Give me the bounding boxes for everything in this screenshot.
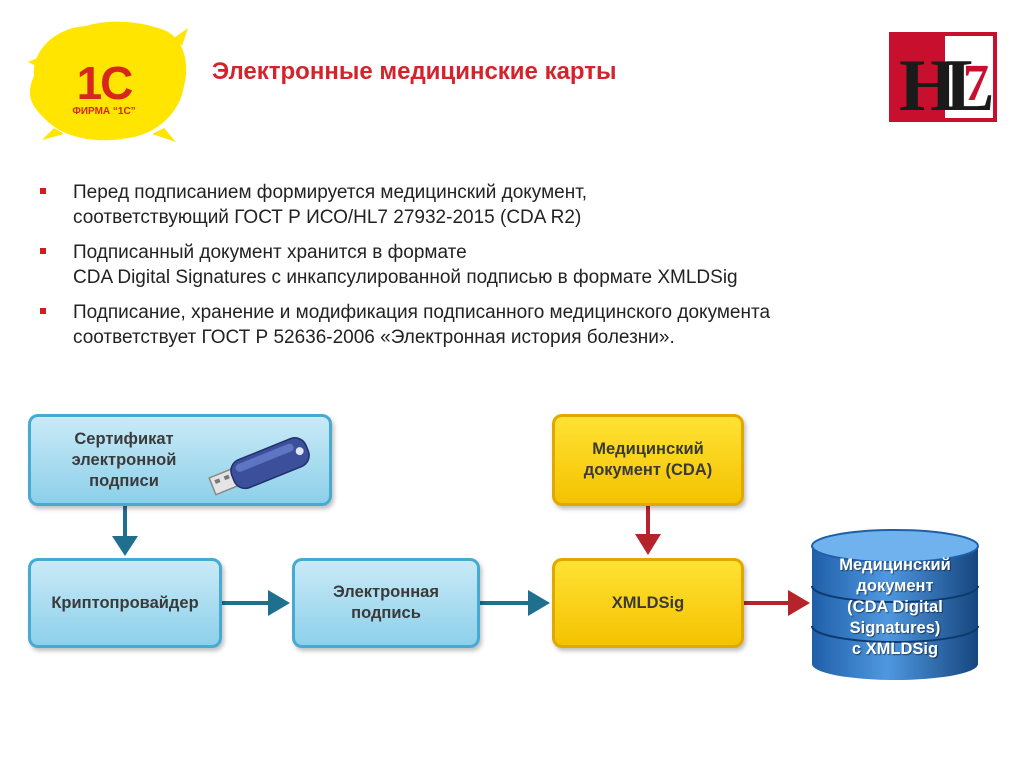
- box-label-line: подпись: [351, 604, 421, 622]
- bullet-line: соответствующий ГОСТ Р ИСО/HL7 27932-201…: [73, 207, 582, 228]
- svg-text:7: 7: [963, 55, 989, 112]
- box-xmldsig: XMLDSig: [552, 558, 744, 648]
- bullet-line: CDA Digital Signatures с инкапсулированн…: [73, 267, 738, 288]
- box-cryptoprovider: Криптопровайдер: [28, 558, 222, 648]
- bullet-list: Перед подписанием формируется медицински…: [40, 180, 940, 360]
- bullet-item: Подписание, хранение и модификация подпи…: [40, 300, 940, 350]
- database-cylinder-icon: [811, 529, 979, 680]
- box-electronic-signature: Электронная подпись: [292, 558, 480, 648]
- result-label: Медицинский документ (CDA Digital Signat…: [808, 555, 982, 660]
- hl7-logo-icon: H L 7: [889, 32, 997, 127]
- bullet-square-icon: [40, 248, 46, 254]
- bullet-square-icon: [40, 188, 46, 194]
- arrow-head: [112, 536, 138, 556]
- bullet-line: соответствует ГОСТ Р 52636-2006 «Электро…: [73, 327, 675, 348]
- bullet-line: Подписание, хранение и модификация подпи…: [73, 302, 771, 323]
- arrow-head: [635, 534, 661, 555]
- logo-1c-subtitle: ФИРМА “1С”: [72, 106, 136, 117]
- logo-1c-mark: 1С: [76, 57, 134, 109]
- result-label-line: Signatures): [849, 619, 941, 637]
- page-title: Электронные медицинские карты: [212, 58, 617, 85]
- logo-1c-splash-icon: [28, 21, 188, 142]
- box-label-line: Электронная: [332, 583, 439, 601]
- box-label-line: документ (CDA): [583, 461, 713, 479]
- arrow-head: [788, 590, 810, 616]
- bullet-item: Подписанный документ хранится в формате …: [40, 240, 940, 290]
- svg-text:H: H: [899, 45, 957, 122]
- result-label-line: с XMLDSig: [851, 640, 939, 658]
- box-label: Криптопровайдер: [51, 593, 199, 612]
- svg-text:L: L: [945, 45, 994, 122]
- usb-token-icon: [208, 437, 310, 496]
- bullet-item: Перед подписанием формируется медицински…: [40, 180, 940, 230]
- box-label-line: подписи: [89, 471, 159, 490]
- box-label: XMLDSig: [611, 593, 685, 612]
- bullet-square-icon: [40, 308, 46, 314]
- result-label-line: документ: [856, 577, 934, 595]
- box-label-line: Медицинский: [592, 440, 704, 458]
- logo-1c: 1С ФИРМА “1С”: [24, 16, 190, 144]
- arrow-head: [528, 590, 550, 616]
- result-label-line: (CDA Digital: [847, 598, 943, 616]
- box-label-line: электронной: [71, 450, 177, 469]
- logo-hl7: H L 7: [889, 32, 997, 127]
- box-label-line: Сертификат: [74, 429, 174, 448]
- box-medical-document: Медицинский документ (CDA): [552, 414, 744, 506]
- result-label-line: Медицинский: [839, 556, 951, 574]
- bullet-line: Перед подписанием формируется медицински…: [73, 182, 588, 203]
- arrow-head: [268, 590, 290, 616]
- bullet-line: Подписанный документ хранится в формате: [73, 242, 467, 263]
